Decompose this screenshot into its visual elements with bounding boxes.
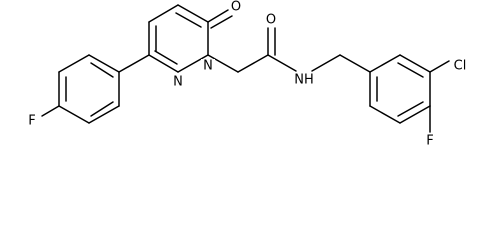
atom-background bbox=[229, 0, 243, 14]
atom-background bbox=[451, 59, 469, 73]
bond bbox=[90, 62, 114, 78]
bond bbox=[429, 60, 450, 73]
atom-background bbox=[201, 59, 215, 73]
bond bbox=[41, 105, 60, 117]
bond bbox=[207, 54, 239, 73]
atom-background bbox=[264, 13, 278, 27]
atom-label-fluorine-right: F bbox=[426, 134, 433, 149]
bond bbox=[177, 4, 209, 23]
bond bbox=[88, 54, 120, 73]
atom-label-layer: O O N N NH F Cl F bbox=[25, 0, 469, 149]
bond bbox=[177, 54, 209, 73]
atom-label-nitrogen-ring-1: N bbox=[203, 59, 213, 74]
bond bbox=[210, 15, 233, 29]
bond bbox=[154, 50, 178, 65]
bond bbox=[207, 9, 229, 23]
bond bbox=[369, 54, 401, 73]
bond bbox=[175, 12, 202, 28]
atom-background bbox=[171, 75, 185, 89]
atom-background bbox=[293, 73, 315, 87]
bond bbox=[58, 54, 90, 73]
bond bbox=[58, 105, 90, 124]
bond bbox=[339, 54, 371, 73]
atom-label-oxygen-ring: O bbox=[231, 0, 241, 15]
atom-label-fluorine-left: F bbox=[28, 114, 35, 129]
bond-layer bbox=[41, 4, 450, 133]
bond bbox=[237, 54, 269, 73]
bond bbox=[90, 101, 114, 117]
bond bbox=[369, 105, 401, 124]
bond bbox=[148, 54, 179, 73]
bond bbox=[397, 101, 424, 117]
atom-background bbox=[423, 134, 437, 148]
bond bbox=[118, 54, 150, 73]
bond bbox=[399, 54, 431, 73]
atom-label-nitrogen-ring-2: N bbox=[173, 75, 183, 90]
atom-label-oxygen-amide: O bbox=[266, 13, 276, 28]
bond bbox=[148, 4, 179, 23]
bond bbox=[311, 54, 341, 72]
bond bbox=[397, 62, 424, 78]
atom-label-chlorine: Cl bbox=[454, 59, 467, 74]
bond bbox=[88, 105, 120, 124]
atom-label-amide-nh: NH bbox=[294, 73, 314, 88]
molecule-structure: O O N N NH F Cl F bbox=[25, 0, 469, 149]
bond bbox=[267, 54, 297, 72]
bond bbox=[399, 105, 431, 124]
atom-background bbox=[25, 114, 39, 128]
